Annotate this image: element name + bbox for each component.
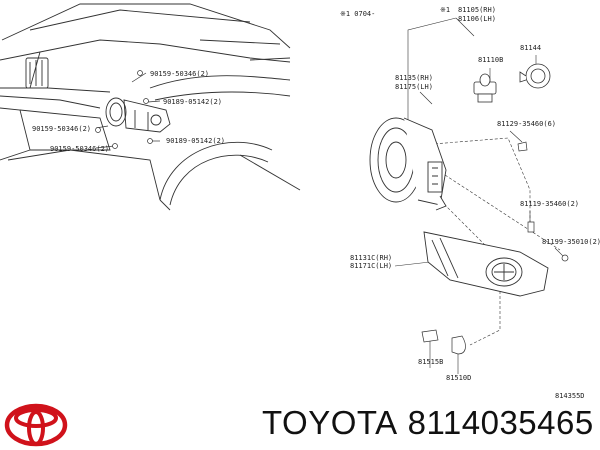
header-note: ※1 0704- [340, 10, 375, 18]
label-81106: 81106(LH) [458, 15, 496, 23]
diagram-code: 814355D [555, 392, 585, 400]
lamp-bezel-icon [423, 231, 549, 297]
label-81515b: 81515B [418, 358, 443, 366]
label-90159-c: 90159-50346(2) [50, 145, 109, 153]
label-81110b: 81110B [478, 56, 503, 64]
bulb-icon [473, 73, 497, 103]
vehicle-sketch [0, 3, 301, 211]
label-81171c: 81171C(LH) [350, 262, 392, 270]
label-81105: 81105(RH) [458, 6, 496, 14]
leader-lines [394, 17, 564, 374]
label-81199: 81199-35010(2) [542, 238, 600, 246]
label-81175: 81175(LH) [395, 83, 433, 91]
label-81510d: 81510D [446, 374, 471, 382]
part-number: 8114035465 [407, 404, 594, 441]
label-90189-a: 90189-05142(2) [163, 98, 222, 106]
label-81144: 81144 [520, 44, 541, 52]
label-90159-b: 90159-50346(2) [32, 125, 91, 133]
socket-cap-icon [519, 63, 551, 89]
label-90159-a: 90159-50346(2) [150, 70, 209, 78]
small-parts-icons [421, 141, 569, 355]
brand-name: TOYOTA [262, 404, 398, 441]
vehicle-fog-lamp [105, 97, 171, 133]
header-mark: ※1 [440, 6, 450, 14]
vehicle-fasteners [95, 70, 161, 149]
label-81135: 81135(RH) [395, 74, 433, 82]
label-81129: 81129-35460(6) [497, 120, 556, 128]
toyota-logo [4, 403, 68, 447]
label-81119: 81119-35460(2) [520, 200, 579, 208]
label-81131c: 81131C(RH) [350, 254, 392, 262]
lamp-housing-icon [369, 117, 447, 211]
label-90189-b: 90189-05142(2) [166, 137, 225, 145]
